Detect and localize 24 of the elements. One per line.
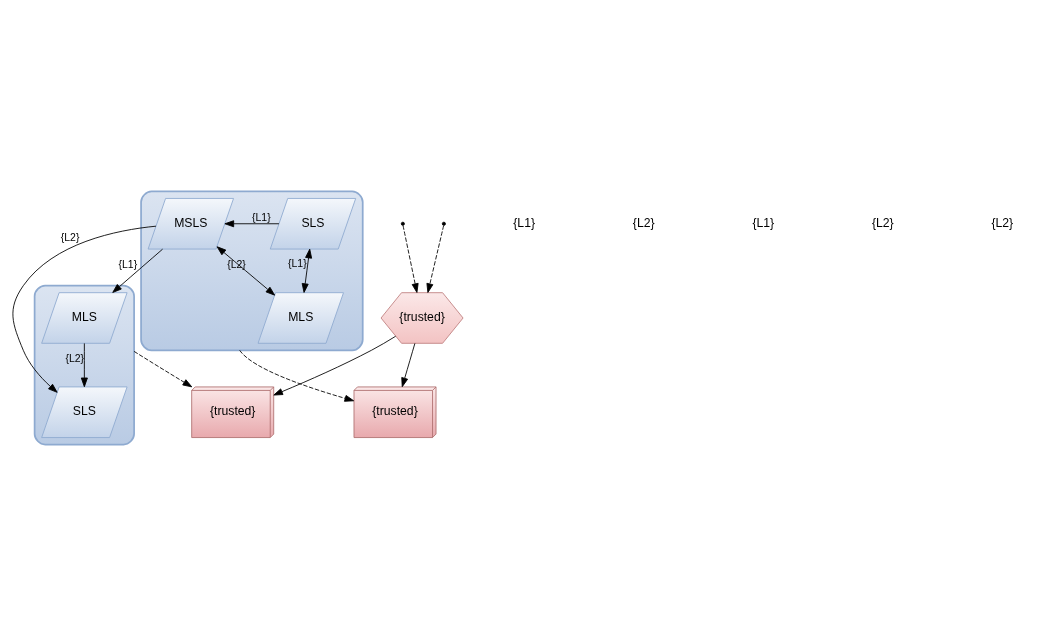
label: {L2} [871, 215, 894, 230]
arrow [401, 342, 416, 387]
label: {L1} [513, 215, 536, 230]
edge-label: {L2} [65, 352, 85, 364]
edge-label: {L2} [60, 231, 80, 243]
cluster [140, 190, 364, 351]
edge-label: {L1} [118, 258, 138, 270]
arrow [224, 219, 280, 227]
arrow [426, 224, 445, 293]
arrow [112, 248, 163, 293]
arrow [402, 224, 419, 293]
edge-label: {L2} [227, 258, 246, 270]
arrow [239, 349, 355, 402]
arrow [273, 335, 397, 395]
label: {L2} [632, 215, 655, 230]
label: {L2} [991, 215, 1014, 230]
arrow [12, 225, 157, 393]
arrow [216, 245, 276, 296]
arrow [133, 350, 193, 387]
arrow [80, 342, 88, 387]
edge-label: {L1} [252, 211, 271, 223]
arrow [301, 248, 313, 293]
label: {L1} [752, 215, 775, 230]
edge-label: {L1} [288, 257, 307, 269]
